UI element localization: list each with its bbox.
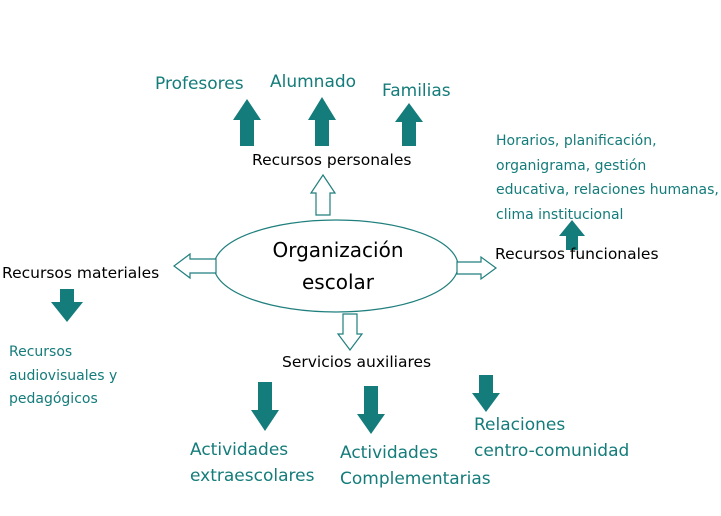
title-recursos-personales: Recursos personales xyxy=(252,151,412,169)
arrow-down-materiales xyxy=(51,289,83,322)
arrow-up-alumnado xyxy=(308,97,336,146)
arrow-up-profesores xyxy=(233,99,261,146)
item-alumnado: Alumnado xyxy=(270,72,357,92)
arrow-up-funcionales xyxy=(559,220,585,250)
title-recursos-materiales: Recursos materiales xyxy=(2,264,160,282)
relaciones-line-2: centro-comunidad xyxy=(474,441,630,461)
title-servicios-auxiliares: Servicios auxiliares xyxy=(282,353,432,371)
center-label: Organización escolar xyxy=(218,234,458,298)
materiales-description: Recursos audiovisuales y pedagógicos xyxy=(9,341,117,412)
funcionales-line-2: organigrama, gestión xyxy=(496,157,647,174)
arrow-up-familias xyxy=(395,103,423,146)
arrow-right-outline xyxy=(456,255,498,281)
center-line-2: escolar xyxy=(302,270,374,294)
relaciones-line-1: Relaciones xyxy=(474,415,566,435)
item-complementarias: Actividades Complementarias xyxy=(340,440,491,492)
complementarias-line-1: Actividades xyxy=(340,443,439,463)
extraescolares-line-2: extraescolares xyxy=(190,466,315,486)
materiales-line-3: pedagógicos xyxy=(9,391,98,407)
arrow-down-extraescolares xyxy=(251,382,279,431)
arrow-down-outline xyxy=(336,313,364,351)
title-recursos-funcionales: Recursos funcionales xyxy=(495,245,659,263)
materiales-line-1: Recursos xyxy=(9,344,73,360)
item-profesores: Profesores xyxy=(155,74,244,94)
funcionales-description: Horarios, planificación, organigrama, ge… xyxy=(496,129,719,227)
funcionales-line-4: clima institucional xyxy=(496,206,624,223)
item-extraescolares: Actividades extraescolares xyxy=(190,437,314,489)
arrow-up-outline xyxy=(309,173,337,216)
item-familias: Familias xyxy=(382,81,451,101)
funcionales-line-3: educativa, relaciones humanas, xyxy=(496,182,719,198)
item-relaciones: Relaciones centro-comunidad xyxy=(474,412,629,464)
complementarias-line-2: Complementarias xyxy=(340,469,491,489)
funcionales-line-1: Horarios, planificación, xyxy=(496,133,657,149)
center-line-1: Organización xyxy=(272,238,404,262)
arrow-left-outline xyxy=(173,252,217,280)
arrow-down-complementarias xyxy=(357,386,385,434)
extraescolares-line-1: Actividades xyxy=(190,440,289,460)
arrow-down-relaciones xyxy=(472,375,500,412)
materiales-line-2: audiovisuales y xyxy=(9,367,118,384)
